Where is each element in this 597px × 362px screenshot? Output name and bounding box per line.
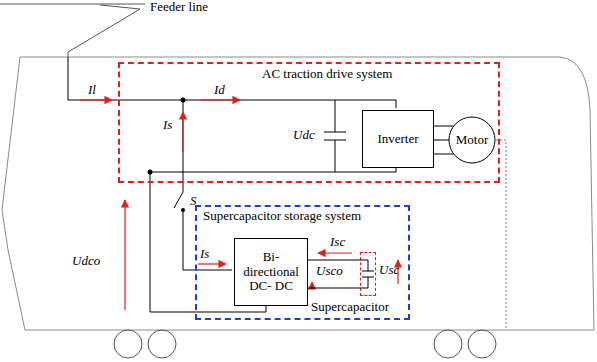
component-heading: Supercapacitor — [311, 300, 389, 315]
wire-connector — [308, 260, 360, 261]
wire-connector — [308, 288, 360, 289]
voltage-label: Udc — [293, 128, 315, 143]
capacitor-symbol — [360, 260, 374, 288]
pantograph — [68, 5, 140, 57]
box-label: Motor — [456, 133, 489, 148]
voltage-label: Udco — [72, 254, 100, 269]
feeder-label: Feeder line — [150, 0, 208, 15]
current-label: Isc — [330, 235, 345, 250]
region-title: AC traction drive system — [262, 67, 392, 82]
current-label: Id — [214, 83, 225, 98]
feeder-wire — [0, 4, 145, 5]
dc-dc-converter-box: Bi-directional DC- DC — [234, 238, 308, 306]
switch-contact — [181, 208, 185, 212]
current-label: Il — [88, 83, 96, 98]
motor-circle: Motor — [448, 116, 496, 164]
inverter-box: Inverter — [362, 110, 434, 168]
wheels — [114, 330, 496, 358]
train-body — [2, 57, 594, 330]
wire-connector — [434, 140, 449, 141]
wire-connector — [434, 154, 454, 155]
current-label: Is — [163, 118, 172, 133]
capacitor-symbol — [360, 252, 376, 296]
region-title: Supercapacitor storage system — [203, 209, 361, 224]
supercapacitor-box: Supercapacitor — [360, 252, 376, 296]
motor-outline — [449, 117, 495, 163]
wire-connector — [434, 126, 454, 127]
voltage-label: Usco — [316, 264, 343, 279]
motor-shaft-link — [496, 140, 506, 328]
drive-system-region: AC traction drive systemInverter Motor — [118, 62, 500, 183]
box-label: Bi-directional DC- DC — [235, 250, 307, 295]
junction-dot — [181, 98, 186, 103]
box-label: Inverter — [374, 132, 421, 147]
voltage-label: Usc — [379, 263, 399, 278]
junction-dot — [148, 170, 153, 175]
current-label: Is — [200, 247, 209, 262]
storage-system-region: Supercapacitor storage systemBi-directio… — [195, 205, 410, 320]
switch-label: S — [190, 194, 197, 209]
